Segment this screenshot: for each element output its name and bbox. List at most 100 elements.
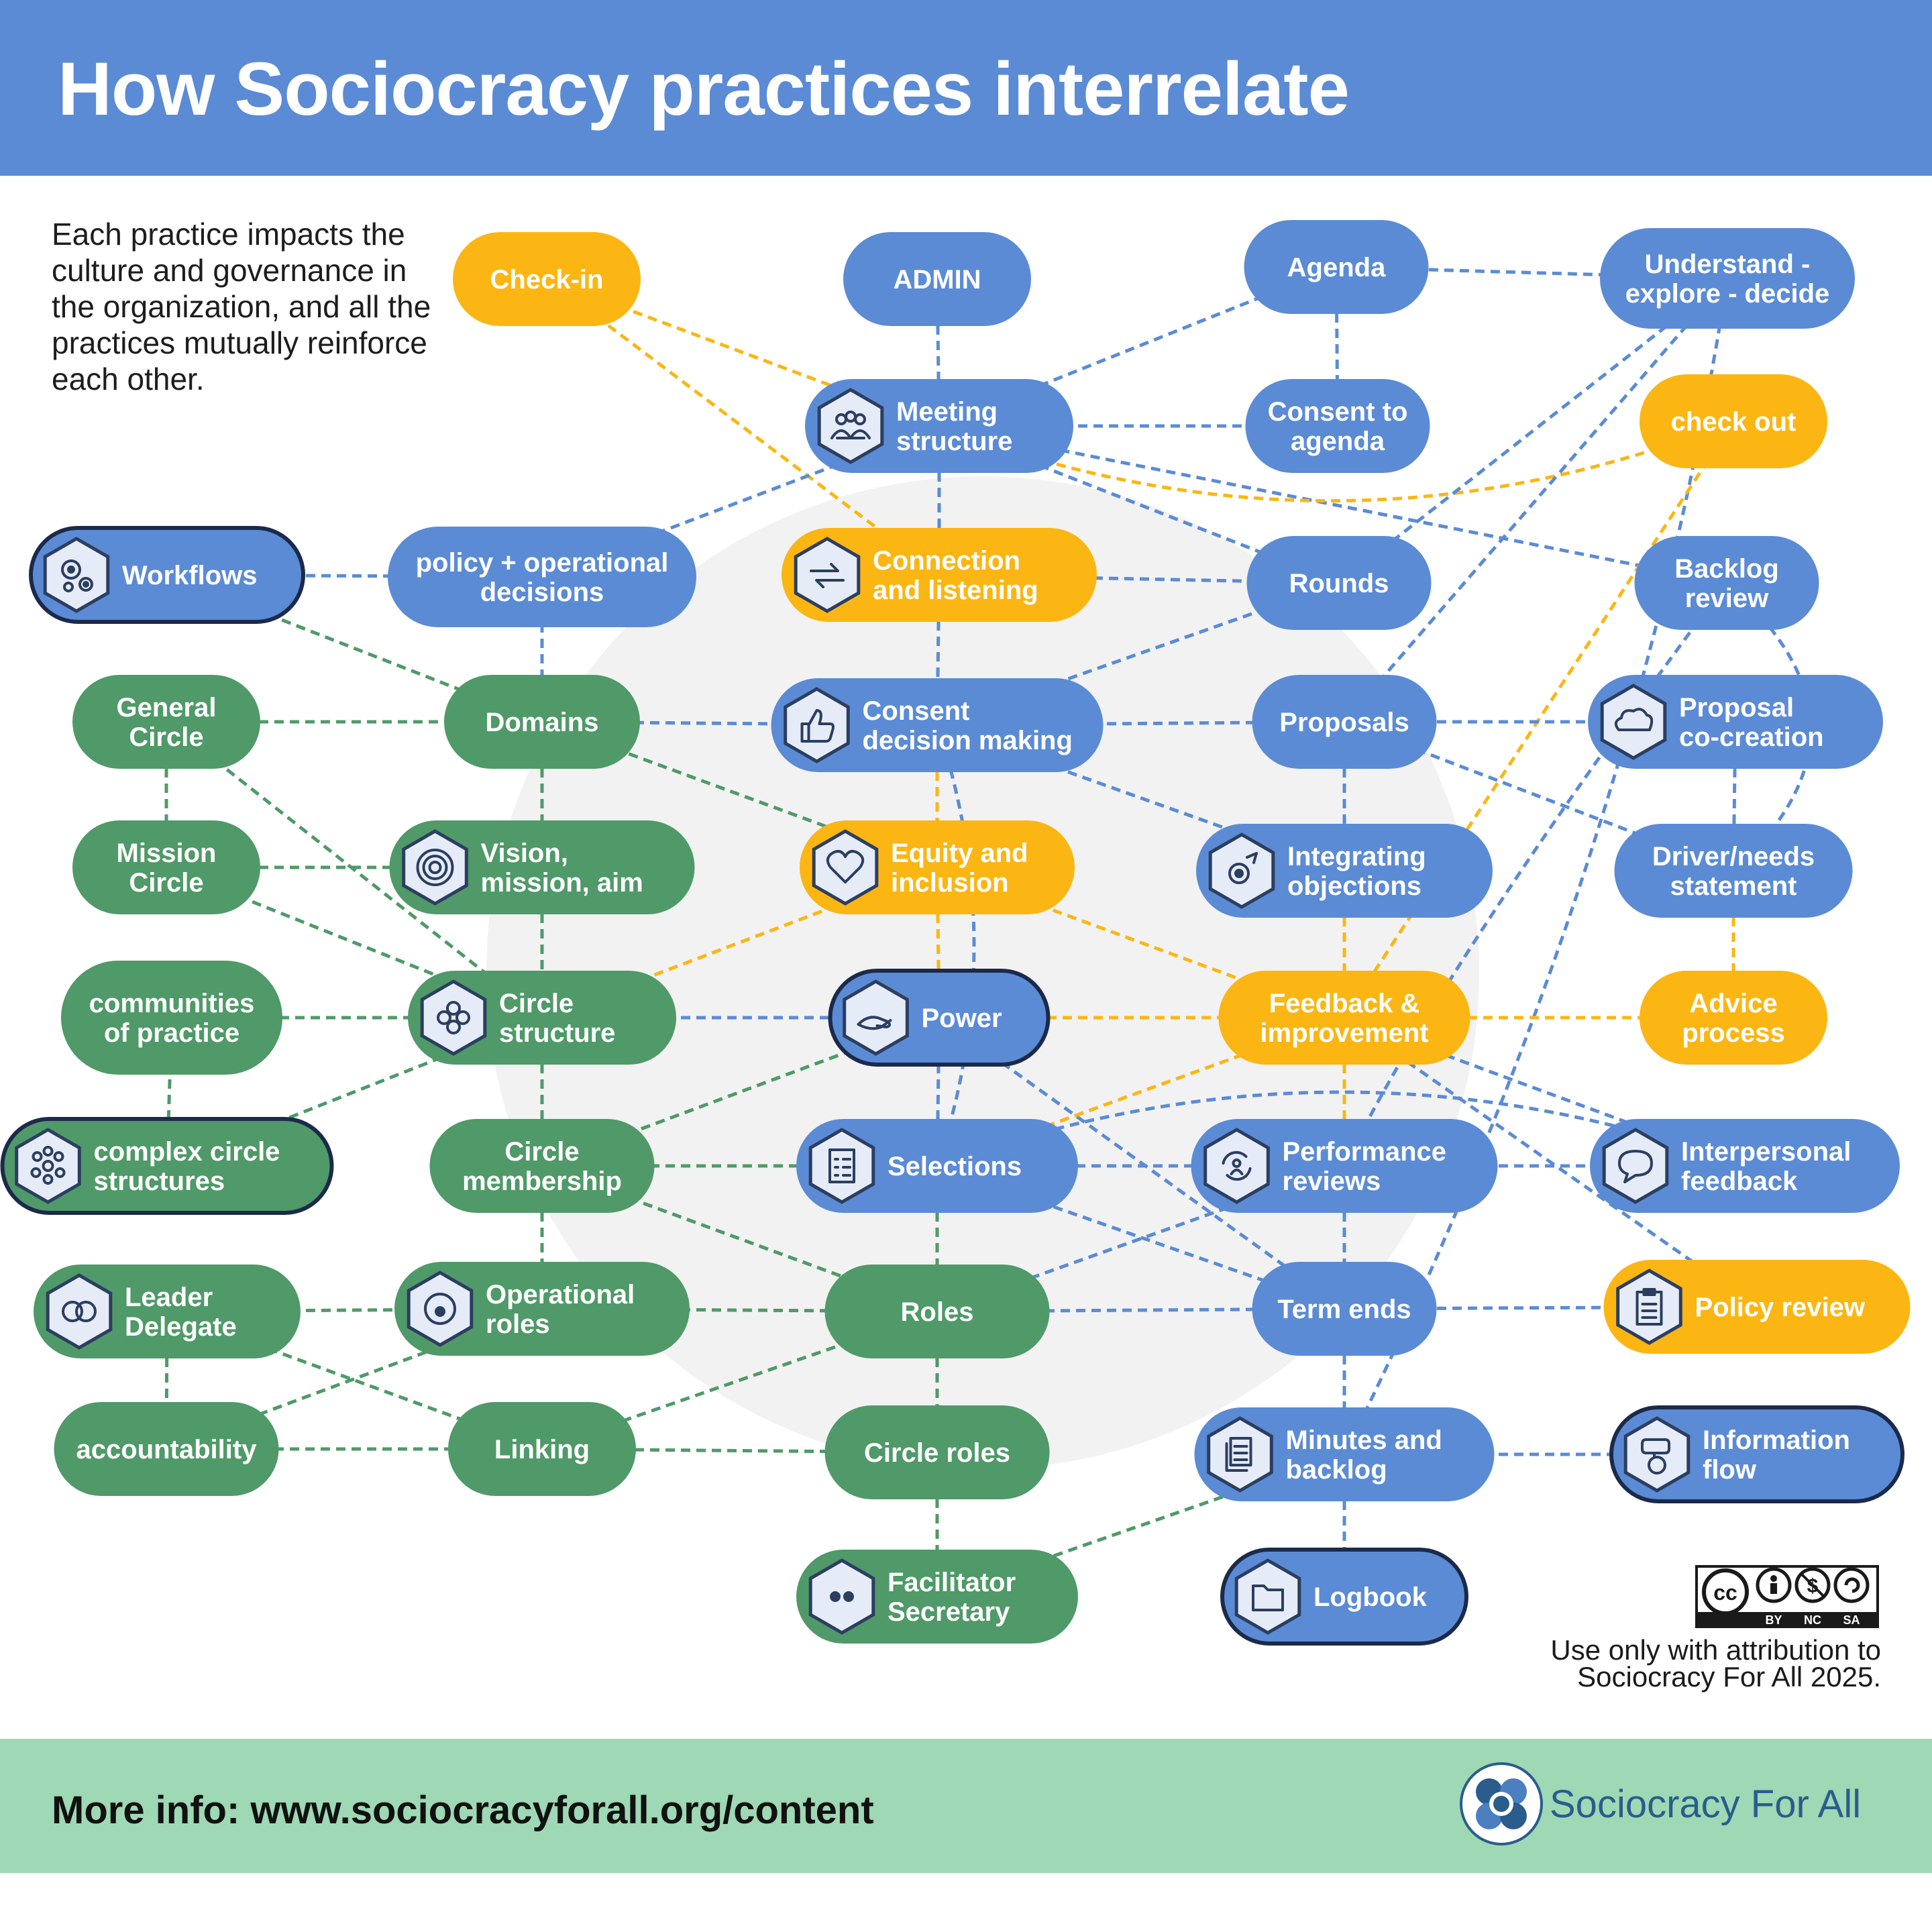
- dot-circle-icon: [407, 1271, 474, 1347]
- node-shape: [1191, 1119, 1498, 1213]
- link-consent-selections: [935, 724, 976, 1167]
- node-proposals[interactable]: Proposals: [1252, 675, 1437, 769]
- sociocracy-logo-icon: [1460, 1762, 1543, 1845]
- node-power[interactable]: Power: [828, 969, 1051, 1067]
- node-shape: [1196, 824, 1493, 918]
- node-shape: [389, 820, 695, 914]
- node-shape: [771, 678, 1104, 772]
- node-agenda[interactable]: Agenda: [1244, 220, 1429, 314]
- node-shape: [394, 1262, 690, 1356]
- node-domains[interactable]: Domains: [444, 675, 640, 769]
- sa-label: SA: [1843, 1613, 1860, 1627]
- link-understand-rounds: [1338, 277, 1729, 584]
- people-icon: [817, 388, 884, 464]
- node-termends[interactable]: Term ends: [1252, 1262, 1437, 1356]
- node-shape: [1590, 1119, 1900, 1213]
- node-shape: [1244, 220, 1429, 314]
- gear-arrow-icon: [1208, 833, 1275, 909]
- target-icon: [402, 829, 468, 906]
- node-shape: [61, 961, 282, 1075]
- link-meeting-backlog: [938, 424, 1727, 585]
- node-workflows[interactable]: Workflows: [29, 526, 305, 624]
- node-shape: [0, 1117, 334, 1215]
- node-shape: [1634, 536, 1819, 630]
- node-shape: [453, 232, 641, 326]
- node-shape: [388, 527, 696, 627]
- intro-text: Each practice impacts the culture and go…: [52, 217, 431, 396]
- checklist-icon: [808, 1128, 875, 1204]
- attribution-line-2: Sociocracy For All 2025.: [1577, 1661, 1881, 1693]
- node-logbook[interactable]: Logbook: [1220, 1548, 1468, 1646]
- heart-icon: [812, 829, 879, 906]
- node-shape: [824, 1405, 1050, 1499]
- node-vision[interactable]: Vision,mission, aim: [389, 820, 695, 914]
- more-info-link[interactable]: More info: www.sociocracyforall.org/cont…: [52, 1788, 874, 1832]
- cc-text: cc: [1713, 1580, 1737, 1605]
- node-shape: [1640, 374, 1827, 468]
- node-feedback[interactable]: Feedback &improvement: [1218, 971, 1470, 1065]
- node-shape: [782, 528, 1097, 622]
- node-admin[interactable]: ADMIN: [843, 232, 1031, 326]
- node-shape: [448, 1402, 636, 1496]
- node-circleroles[interactable]: Circle roles: [824, 1405, 1050, 1499]
- node-policyreview[interactable]: Policy review: [1603, 1260, 1911, 1354]
- info-flow-icon: [1623, 1416, 1690, 1493]
- speech-bubble-icon: [1602, 1128, 1669, 1204]
- node-selections[interactable]: Selections: [796, 1119, 1078, 1213]
- node-checkout[interactable]: check out: [1640, 374, 1827, 468]
- documents-icon: [1207, 1416, 1273, 1493]
- node-shape: [1588, 675, 1883, 769]
- thumbs-up-icon: [784, 687, 850, 763]
- link-understand-minutes: [1342, 278, 1729, 1456]
- cloud-icon: [1600, 684, 1667, 760]
- folder-icon: [1234, 1558, 1301, 1635]
- node-rounds[interactable]: Rounds: [1246, 536, 1432, 630]
- link-feedback-policyreview: [1343, 1016, 1758, 1309]
- link-checkout-feedback: [1342, 420, 1735, 1019]
- node-roles[interactable]: Roles: [824, 1265, 1050, 1358]
- link-checkin-connection: [545, 278, 941, 576]
- attribution-line-1: Use only with attribution to: [1550, 1634, 1881, 1666]
- by-label: BY: [1765, 1613, 1782, 1627]
- node-shape: [1194, 1407, 1495, 1501]
- link-understand-proposals: [1343, 277, 1729, 723]
- clipboard-icon: [1616, 1269, 1682, 1345]
- cc-license-badge: cc $ BY NC SA: [1695, 1565, 1879, 1628]
- attribution-text: Use only with attribution to Sociocracy …: [1411, 1634, 1881, 1693]
- cc-icon: [1702, 1568, 1749, 1615]
- nc-label: NC: [1804, 1613, 1821, 1627]
- node-shape: [1600, 228, 1855, 329]
- node-accountability[interactable]: accountability: [54, 1402, 279, 1496]
- node-checkin[interactable]: Check-in: [453, 232, 641, 326]
- node-shape: [429, 1119, 655, 1213]
- node-shape: [824, 1265, 1050, 1358]
- node-understand[interactable]: Understand -explore - decide: [1600, 228, 1855, 329]
- node-shape: [1245, 379, 1430, 473]
- node-linking[interactable]: Linking: [448, 1402, 636, 1496]
- node-shape: [72, 675, 260, 769]
